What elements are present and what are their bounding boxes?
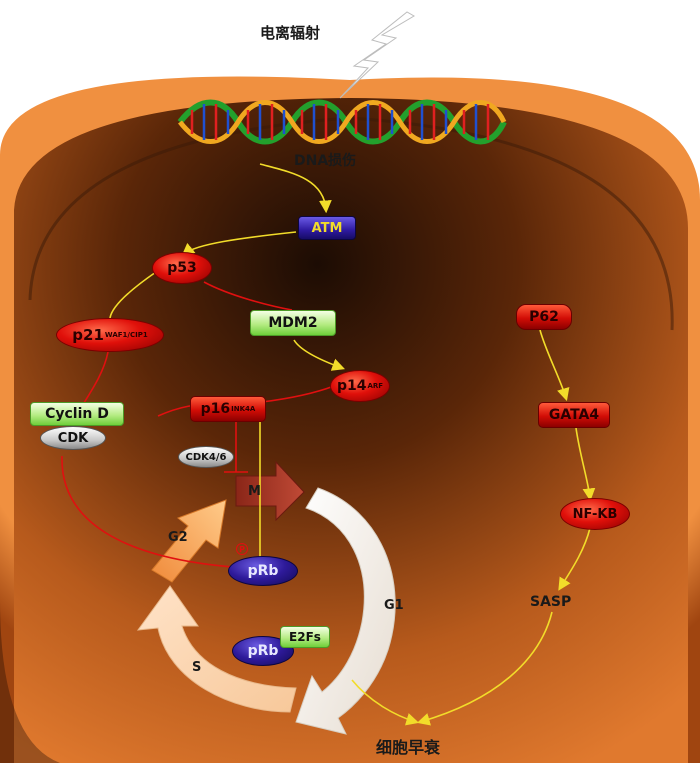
gata4-node: GATA4 — [538, 402, 610, 428]
sasp-label: SASP — [530, 594, 572, 610]
phase-g2-label: G2 — [168, 530, 188, 545]
g2-arrow — [151, 499, 227, 583]
p62-node: P62 — [516, 304, 572, 330]
s-arrow — [136, 585, 297, 713]
nfkb-node: NF-KB — [560, 498, 630, 530]
atm-node: ATM — [298, 216, 356, 240]
red-connectors — [61, 281, 335, 574]
p21-superscript: WAF1/CIP1 — [104, 331, 148, 339]
senescence-label: 细胞早衰 — [376, 738, 441, 757]
g1-arrow — [295, 487, 396, 735]
p53-node: p53 — [152, 252, 212, 284]
p21-label: p21 — [72, 326, 104, 344]
phase-s-label: S — [192, 660, 202, 675]
cdk-node: CDK — [40, 426, 106, 450]
mdm2-node: MDM2 — [250, 310, 336, 336]
p14-label: p14 — [336, 378, 367, 394]
cyclin-d-node: Cyclin D — [30, 402, 124, 426]
prb-node-free: pRb — [228, 556, 298, 586]
phospho-mark: P — [236, 543, 248, 555]
radiation-label: 电离辐射 — [260, 24, 321, 42]
dna-helix-icon — [177, 99, 507, 145]
dna-damage-label: DNA损伤 — [294, 153, 357, 169]
yellow-connectors — [109, 163, 596, 726]
phase-m-label: M — [248, 484, 261, 499]
phase-g1-label: G1 — [384, 598, 404, 613]
p14-superscript: ARF — [367, 382, 384, 390]
p16-superscript: INK4A — [231, 405, 256, 413]
cell-cycle — [136, 460, 396, 735]
cdk46-node: CDK4/6 — [178, 446, 234, 468]
cell-outer-shadow — [0, 600, 60, 763]
e2fs-node: E2Fs — [280, 626, 330, 648]
p16-label: p16 — [200, 401, 231, 417]
lightning-icon — [339, 11, 415, 99]
m-arrow — [235, 460, 305, 522]
